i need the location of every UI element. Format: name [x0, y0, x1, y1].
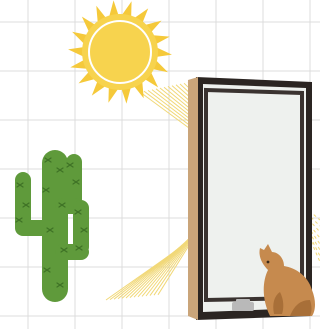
illustration: [0, 0, 320, 329]
